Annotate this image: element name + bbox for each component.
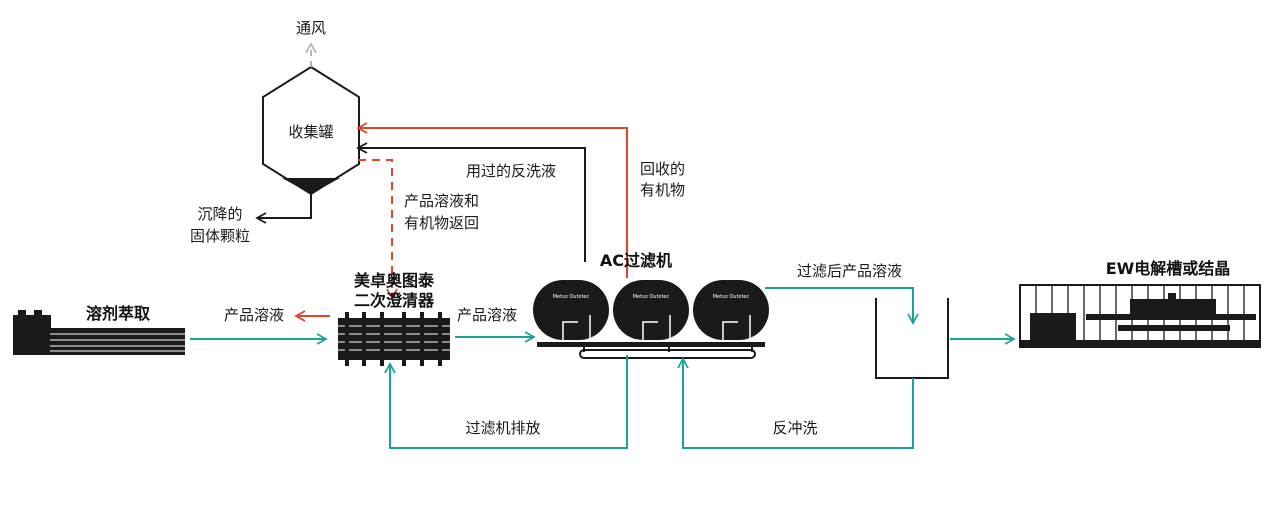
solvent-extraction-unit (13, 310, 185, 355)
used-backwash-label: 用过的反洗液 (466, 162, 556, 180)
recovered-organics-arrow (356, 122, 628, 278)
return-label-1: 产品溶液和 (404, 192, 479, 210)
filtered-product-arrow (765, 287, 919, 325)
filter-brand-1: Metso Outotec (553, 294, 590, 300)
backwash-label: 反冲洗 (772, 419, 817, 437)
product-solution-left-label: 产品溶液 (224, 306, 284, 324)
filter-brand-3: Metso Outotec (713, 294, 750, 300)
ew-label: EW电解槽或结晶 (1106, 259, 1231, 278)
filter-vessel-2 (613, 280, 689, 340)
settled-solids-label-2: 固体颗粒 (190, 227, 250, 245)
return-label-2: 有机物返回 (404, 214, 479, 232)
backwash-arrow (677, 357, 914, 449)
product-solution-mid-label: 产品溶液 (457, 306, 517, 324)
ew-crystallization-unit (1019, 284, 1261, 348)
settled-solids-label-1: 沉降的 (197, 205, 242, 223)
filter-discharge-arrow (384, 355, 628, 449)
filtered-product-label: 过滤后产品溶液 (797, 262, 902, 280)
ac-filters-label: AC过滤机 (600, 251, 672, 270)
used-backwash-arrow (356, 142, 586, 262)
filter-vessel-1 (533, 280, 609, 340)
ac-filters-unit: Metso Outotec Metso Outotec Metso Outote… (533, 280, 769, 359)
filter-discharge-label: 过滤机排放 (465, 419, 540, 437)
clarifier-unit (338, 312, 450, 366)
clarifier-label-2: 二次澄清器 (354, 291, 435, 310)
return-organics-arrow (358, 159, 398, 300)
clarifier-label-1: 美卓奥图泰 (354, 271, 435, 290)
tank-sediment-cone (282, 178, 340, 194)
collection-tank-label: 收集罐 (288, 123, 333, 141)
settled-solids-arrow (255, 194, 312, 224)
filter-brand-2: Metso Outotec (633, 294, 670, 300)
recovered-organics-label-2: 有机物 (640, 181, 685, 199)
filter-vessel-3 (693, 280, 769, 340)
recovered-organics-label-1: 回收的 (640, 160, 685, 178)
vent-label: 通风 (296, 19, 326, 37)
solvent-extraction-label: 溶剂萃取 (86, 304, 150, 323)
